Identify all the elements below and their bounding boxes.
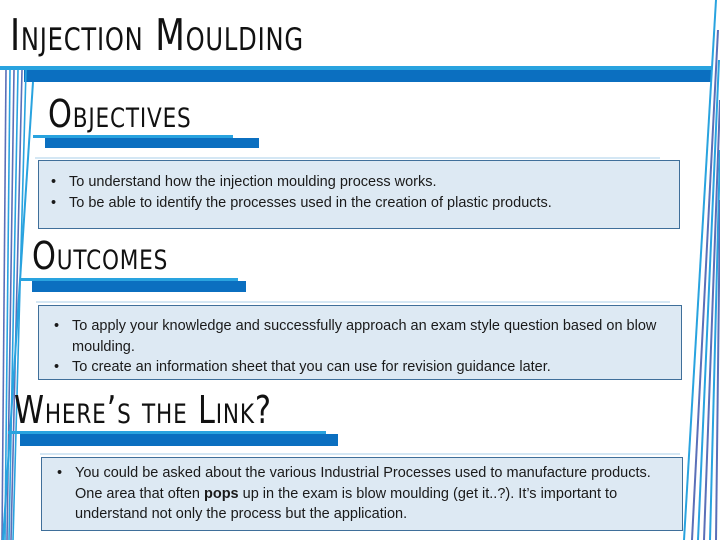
link-text-bold: pops xyxy=(203,485,239,502)
outcome-item: To apply your knowledge and successfully… xyxy=(42,316,681,357)
objective-item: To understand how the injection moulding… xyxy=(39,172,679,193)
link-heading: Where’s the Link? xyxy=(14,388,272,432)
outcome-item: To create an information sheet that you … xyxy=(42,357,681,378)
outcomes-list: To apply your knowledge and successfully… xyxy=(42,316,681,378)
objectives-list: To understand how the injection moulding… xyxy=(39,172,679,213)
slide-title: Injection Moulding xyxy=(10,10,304,61)
outcomes-heading: Outcomes xyxy=(32,234,169,278)
link-list: You could be asked about the various Ind… xyxy=(45,463,682,525)
objectives-box: To understand how the injection moulding… xyxy=(38,160,680,229)
link-text-before: You could be asked about the various Ind… xyxy=(75,465,651,502)
outcomes-box: To apply your knowledge and successfully… xyxy=(38,305,682,380)
link-text-after: up in the exam is blow moulding (get it.… xyxy=(75,485,618,523)
objective-item: To be able to identify the processes use… xyxy=(39,193,679,214)
objectives-heading: Objectives xyxy=(48,92,192,136)
link-box: You could be asked about the various Ind… xyxy=(41,457,683,531)
link-item: You could be asked about the various Ind… xyxy=(45,463,682,525)
